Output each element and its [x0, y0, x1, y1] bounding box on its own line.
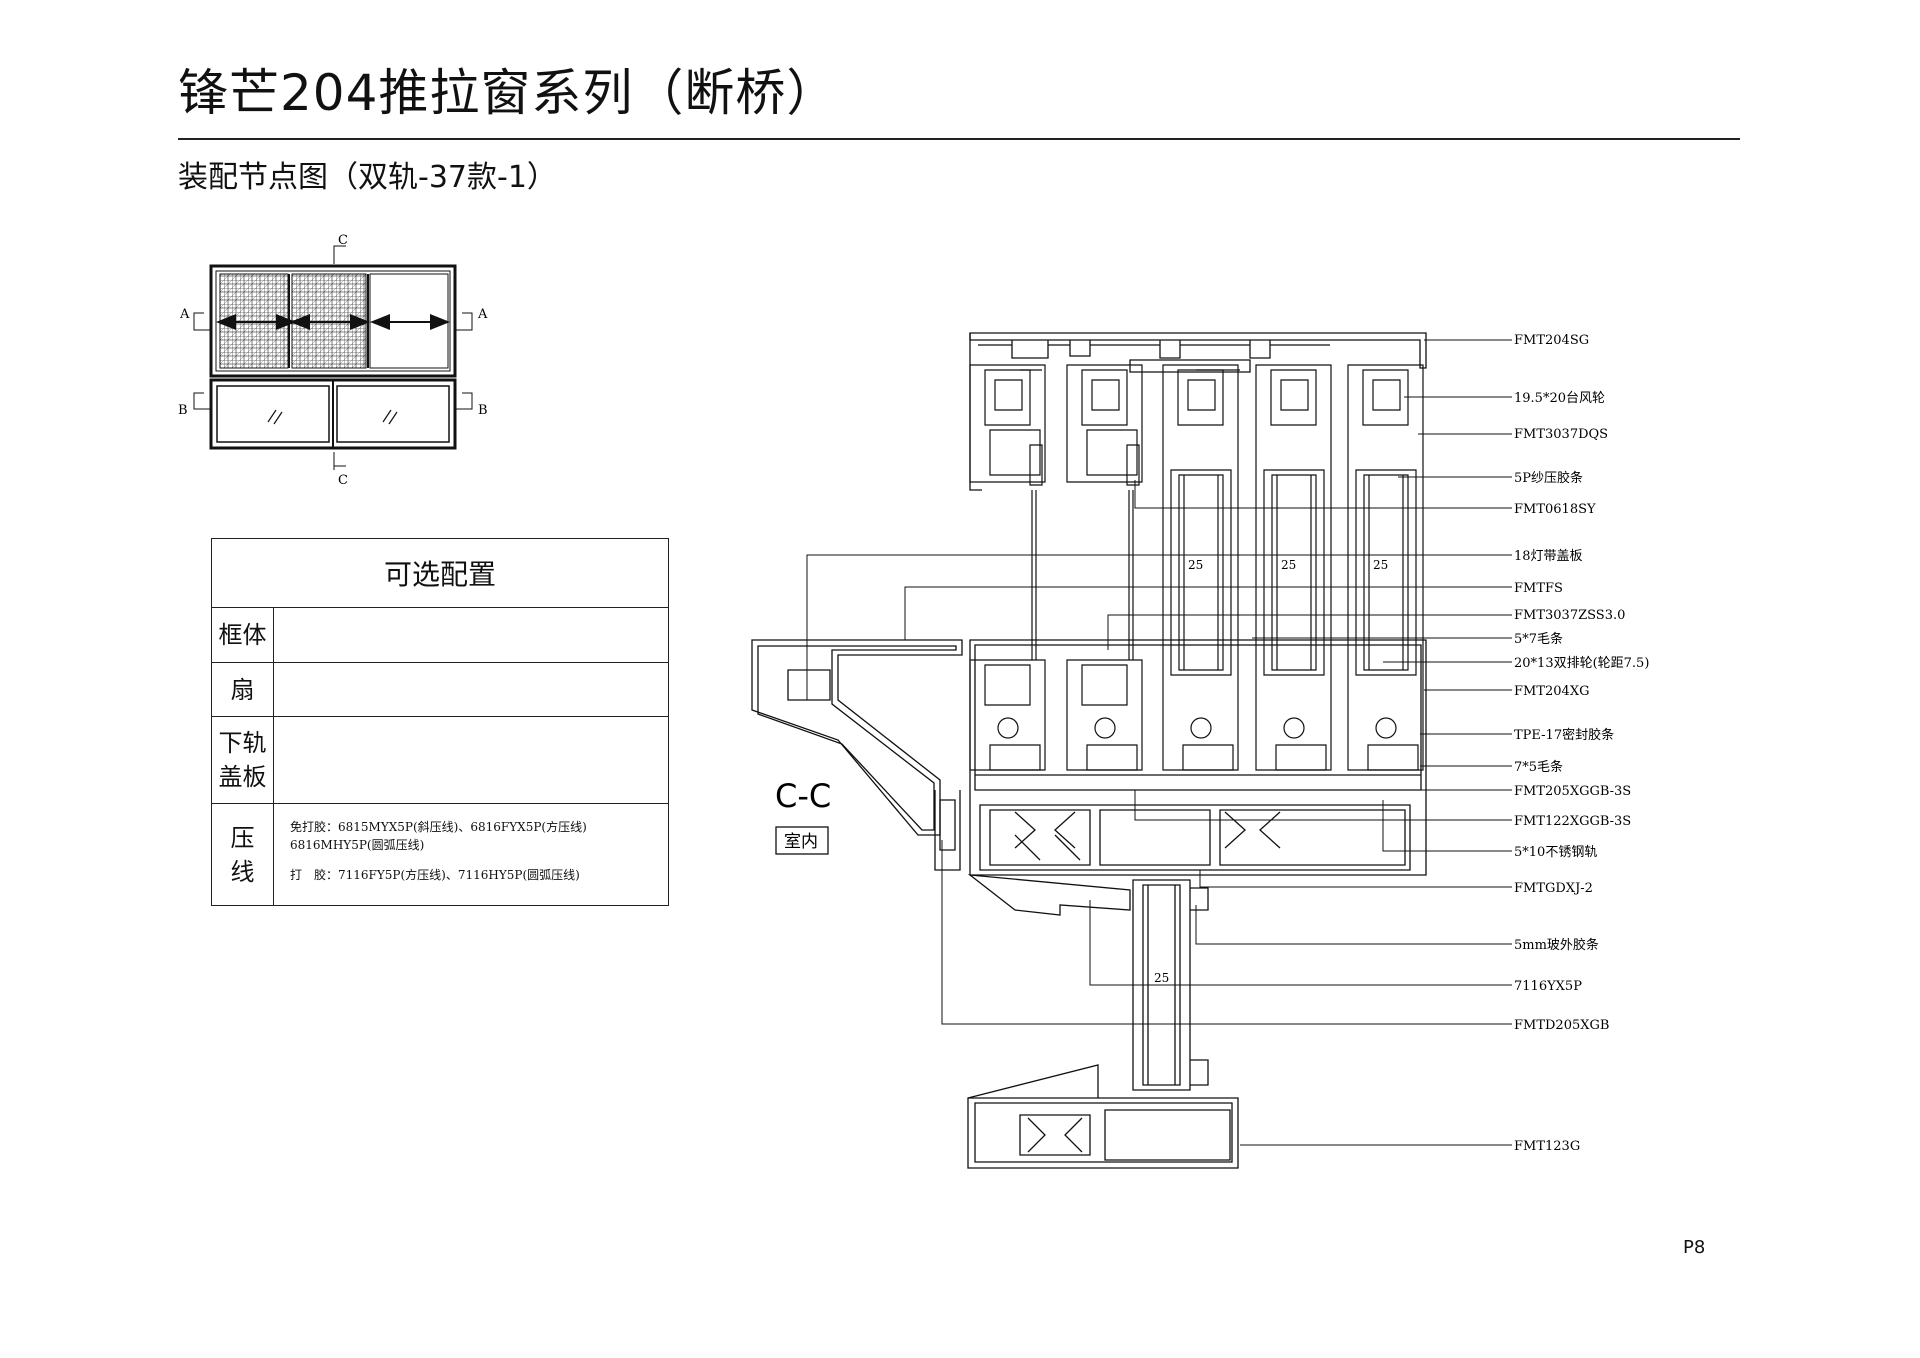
callout-label: FMTD205XGB	[1514, 1018, 1609, 1033]
dim-label-pane-3: 25	[1373, 558, 1388, 572]
callout-label: FMT204SG	[1514, 333, 1589, 348]
callout-label: 5*10不锈钢轨	[1514, 845, 1597, 860]
section-mark-b-left: B	[178, 403, 188, 418]
glazing-bead-line: 打 胶：7116FY5P(方压线)、7116HY5P(圆弧压线)	[290, 868, 580, 882]
callout-label: FMTGDXJ-2	[1514, 881, 1593, 896]
page-number: P8	[1683, 1237, 1706, 1258]
section-mark-a-left: A	[179, 307, 190, 322]
section-mark-a-right: A	[477, 307, 488, 322]
row-label-sash: 扇	[212, 663, 274, 716]
indoor-tag: 室内	[784, 832, 818, 852]
callout-label: 18灯带盖板	[1514, 549, 1583, 564]
row-label-bottom-rail-cover: 下轨 盖板	[212, 717, 274, 803]
row-value-sash	[274, 663, 668, 716]
callout-label: 19.5*20台风轮	[1514, 391, 1605, 406]
config-table-header: 可选配置	[212, 539, 668, 608]
section-mark-c-bottom: C	[338, 473, 348, 485]
callout-label: FMT3037DQS	[1514, 427, 1608, 442]
callout-label: 5*7毛条	[1514, 631, 1563, 647]
glazing-bead-line: 6816MHY5P(圆弧压线)	[290, 838, 425, 852]
section-mark-c-top: C	[338, 233, 348, 248]
callout-label: 5mm玻外胶条	[1514, 937, 1599, 953]
section-c-c-drawing: 25 25 25 25 C-C 室内 FMT204SG 19.5*20台风轮 F…	[751, 332, 1649, 1169]
callout-label: FMT123G	[1514, 1139, 1580, 1154]
section-mark-b-right: B	[478, 403, 488, 418]
glazing-bead-line: 免打胶：6815MYX5P(斜压线)、6816FYX5P(方压线)	[290, 820, 587, 834]
row-value-bottom-rail-cover	[274, 717, 668, 803]
section-label: C-C	[775, 777, 831, 815]
callout-label: 7116YX5P	[1514, 979, 1582, 994]
row-label-frame: 框体	[212, 608, 274, 662]
table-row: 下轨 盖板	[212, 717, 668, 804]
title-divider	[178, 138, 1740, 140]
callout-label: TPE-17密封胶条	[1514, 727, 1614, 743]
table-row: 扇	[212, 663, 668, 717]
dim-label-lower-pane: 25	[1154, 971, 1169, 985]
row-label-glazing-bead: 压 线	[212, 804, 274, 905]
page-subtitle: 装配节点图（双轨-37款-1）	[178, 160, 557, 195]
callout-label: FMT204XG	[1514, 684, 1589, 699]
callout-label: 20*13双排轮(轮距7.5)	[1514, 656, 1649, 671]
config-table: 可选配置 框体 扇 下轨 盖板 压 线 免打胶：6815MYX5P(斜压线)、6…	[211, 538, 669, 906]
dim-label-pane-1: 25	[1188, 558, 1203, 572]
window-elevation-diagram: A A B B C C	[178, 233, 488, 485]
callout-label: 5P纱压胶条	[1514, 470, 1583, 486]
callout-label: 7*5毛条	[1514, 759, 1563, 775]
callout-label: FMT0618SY	[1514, 502, 1596, 517]
indoor-tag-box	[775, 826, 829, 855]
page-title: 锋芒204推拉窗系列（断桥）	[178, 64, 838, 122]
callout-label: FMT3037ZSS3.0	[1514, 608, 1625, 623]
table-row: 压 线 免打胶：6815MYX5P(斜压线)、6816FYX5P(方压线) 68…	[212, 804, 668, 905]
callout-label: FMT122XGGB-3S	[1514, 814, 1631, 829]
row-value-frame	[274, 608, 668, 662]
callout-label: FMTFS	[1514, 581, 1563, 596]
table-row: 框体	[212, 608, 668, 663]
callout-label: FMT205XGGB-3S	[1514, 784, 1631, 799]
row-value-glazing-bead: 免打胶：6815MYX5P(斜压线)、6816FYX5P(方压线) 6816MH…	[274, 804, 668, 905]
dim-label-pane-2: 25	[1281, 558, 1296, 572]
